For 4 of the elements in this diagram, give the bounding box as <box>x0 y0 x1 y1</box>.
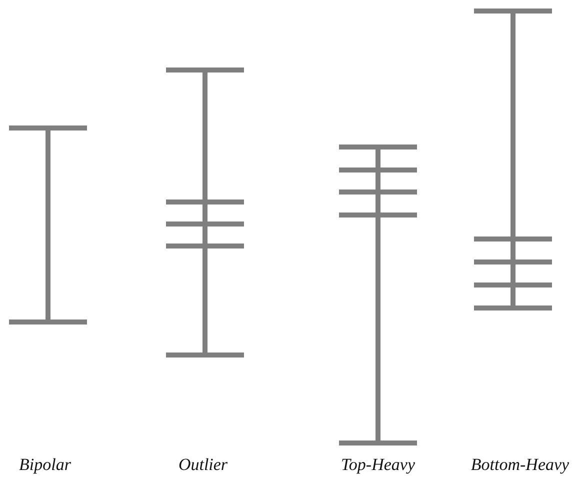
figure-caption: Bottom-Heavy <box>470 455 570 475</box>
figure-caption: Top-Heavy <box>341 455 415 475</box>
figure-caption: Outlier <box>178 455 228 475</box>
figure-caption: Bipolar <box>19 455 71 475</box>
